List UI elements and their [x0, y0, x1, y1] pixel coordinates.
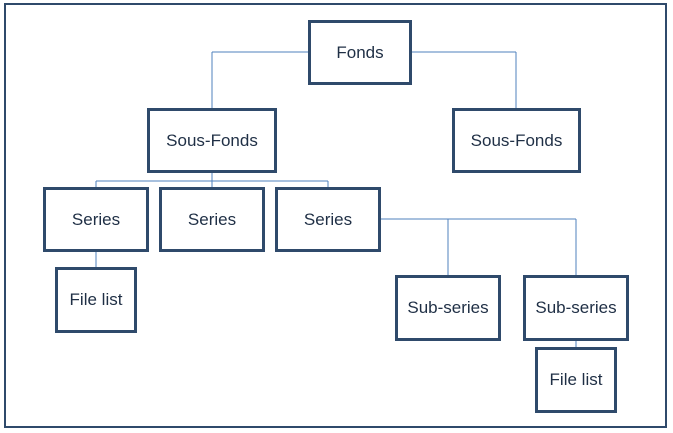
- diagram-frame: [4, 3, 667, 428]
- node-file-list-1: File list: [55, 267, 137, 333]
- node-file-list-2: File list: [535, 347, 617, 413]
- node-sub-series-2: Sub-series: [523, 275, 629, 341]
- node-series-1: Series: [43, 187, 149, 252]
- node-sous-fonds-left: Sous-Fonds: [147, 108, 277, 173]
- node-sub-series-1: Sub-series: [395, 275, 501, 341]
- node-fonds: Fonds: [308, 20, 412, 85]
- node-series-2: Series: [159, 187, 265, 252]
- node-series-3: Series: [275, 187, 381, 252]
- node-sous-fonds-right: Sous-Fonds: [452, 108, 581, 173]
